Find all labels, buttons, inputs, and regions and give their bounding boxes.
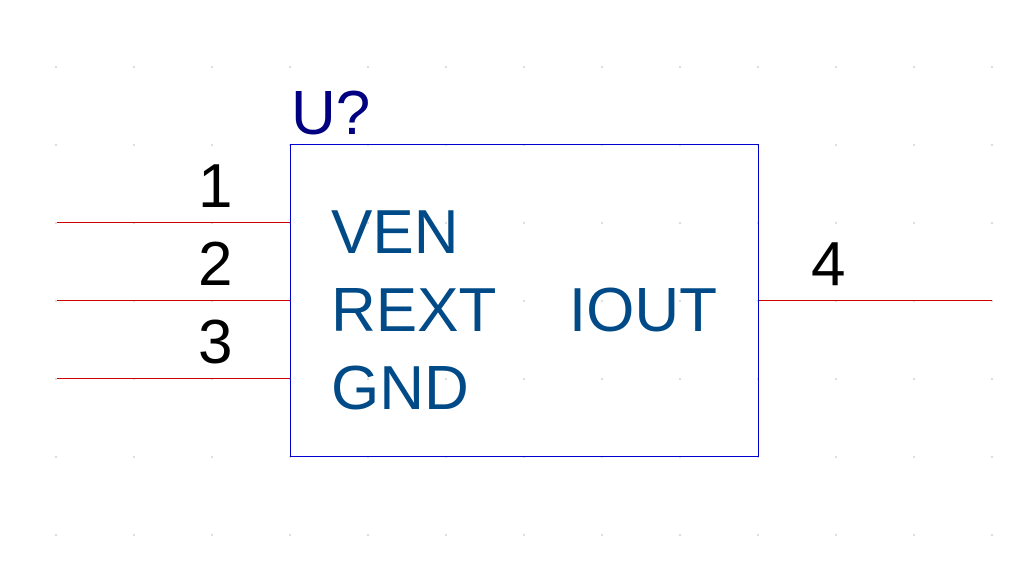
pin-4[interactable]: 4 IOUT [569, 230, 992, 345]
pin-1[interactable]: 1 VEN [57, 152, 458, 267]
pin-3[interactable]: 3 GND [57, 308, 469, 423]
pin-1-number: 1 [198, 152, 232, 221]
component-body[interactable] [290, 144, 759, 457]
pin-2-number: 2 [198, 230, 232, 299]
pin-1-name: VEN [331, 198, 458, 267]
pin-2-name: REXT [331, 276, 496, 345]
pin-3-name: GND [331, 354, 469, 423]
pin-4-name: IOUT [569, 276, 717, 345]
pin-4-number: 4 [811, 230, 845, 299]
reference-designator[interactable]: U? [291, 79, 370, 148]
pin-2[interactable]: 2 REXT [57, 230, 496, 345]
pin-3-number: 3 [198, 308, 232, 377]
